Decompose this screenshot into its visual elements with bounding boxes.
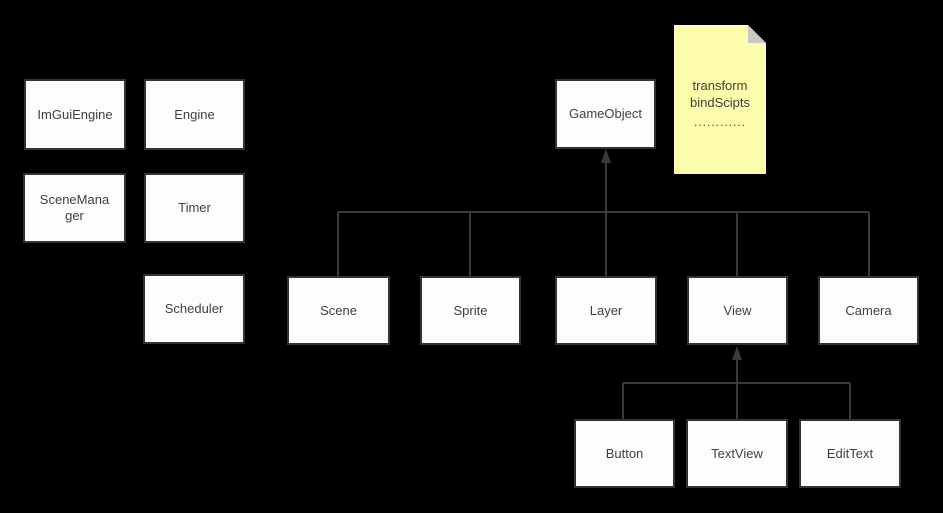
node-textview[interactable]: TextView [686, 419, 788, 488]
node-camera[interactable]: Camera [818, 276, 919, 345]
sticky-note-line-2: bindScipts [690, 95, 750, 110]
node-layer[interactable]: Layer [555, 276, 657, 345]
node-imguiengine[interactable]: ImGuiEngine [24, 79, 126, 150]
node-button-label: Button [605, 445, 644, 461]
inheritance-arrowhead-view [732, 346, 742, 360]
node-edittext[interactable]: EditText [799, 419, 901, 488]
node-engine[interactable]: Engine [144, 79, 245, 150]
node-textview-label: TextView [711, 445, 763, 461]
node-sprite-label: Sprite [453, 302, 488, 318]
node-timer[interactable]: Timer [144, 173, 245, 243]
sticky-note[interactable]: transform bindScipts ............ [674, 25, 766, 174]
node-camera-label: Camera [845, 302, 892, 318]
node-view-label: View [723, 302, 752, 318]
node-layer-label: Layer [589, 302, 623, 318]
node-engine-label: Engine [174, 106, 215, 122]
node-view[interactable]: View [687, 276, 788, 345]
node-scene[interactable]: Scene [287, 276, 390, 345]
node-scenemanager[interactable]: SceneManager [23, 173, 126, 243]
node-button[interactable]: Button [574, 419, 675, 488]
node-scenemanager-label: SceneManager [39, 192, 110, 223]
node-imguiengine-label: ImGuiEngine [37, 106, 113, 122]
node-gameobject-label: GameObject [569, 106, 642, 121]
sticky-note-ellipsis: ............ [693, 115, 746, 129]
node-timer-label: Timer [178, 200, 211, 215]
sticky-note-shape [674, 25, 766, 174]
inheritance-arrowhead-gameobject [601, 149, 611, 163]
node-edittext-label: EditText [826, 445, 874, 461]
node-scene-label: Scene [320, 302, 357, 318]
node-scheduler[interactable]: Scheduler [143, 274, 245, 344]
node-gameobject[interactable]: GameObject [555, 79, 656, 149]
sticky-note-body [674, 25, 766, 174]
node-scheduler-label: Scheduler [164, 301, 224, 316]
sticky-note-line-1: transform [692, 78, 748, 93]
sticky-note-text: transform bindScipts ............ [674, 77, 766, 128]
node-sprite[interactable]: Sprite [420, 276, 521, 345]
sticky-note-fold-corner-icon [748, 25, 766, 43]
